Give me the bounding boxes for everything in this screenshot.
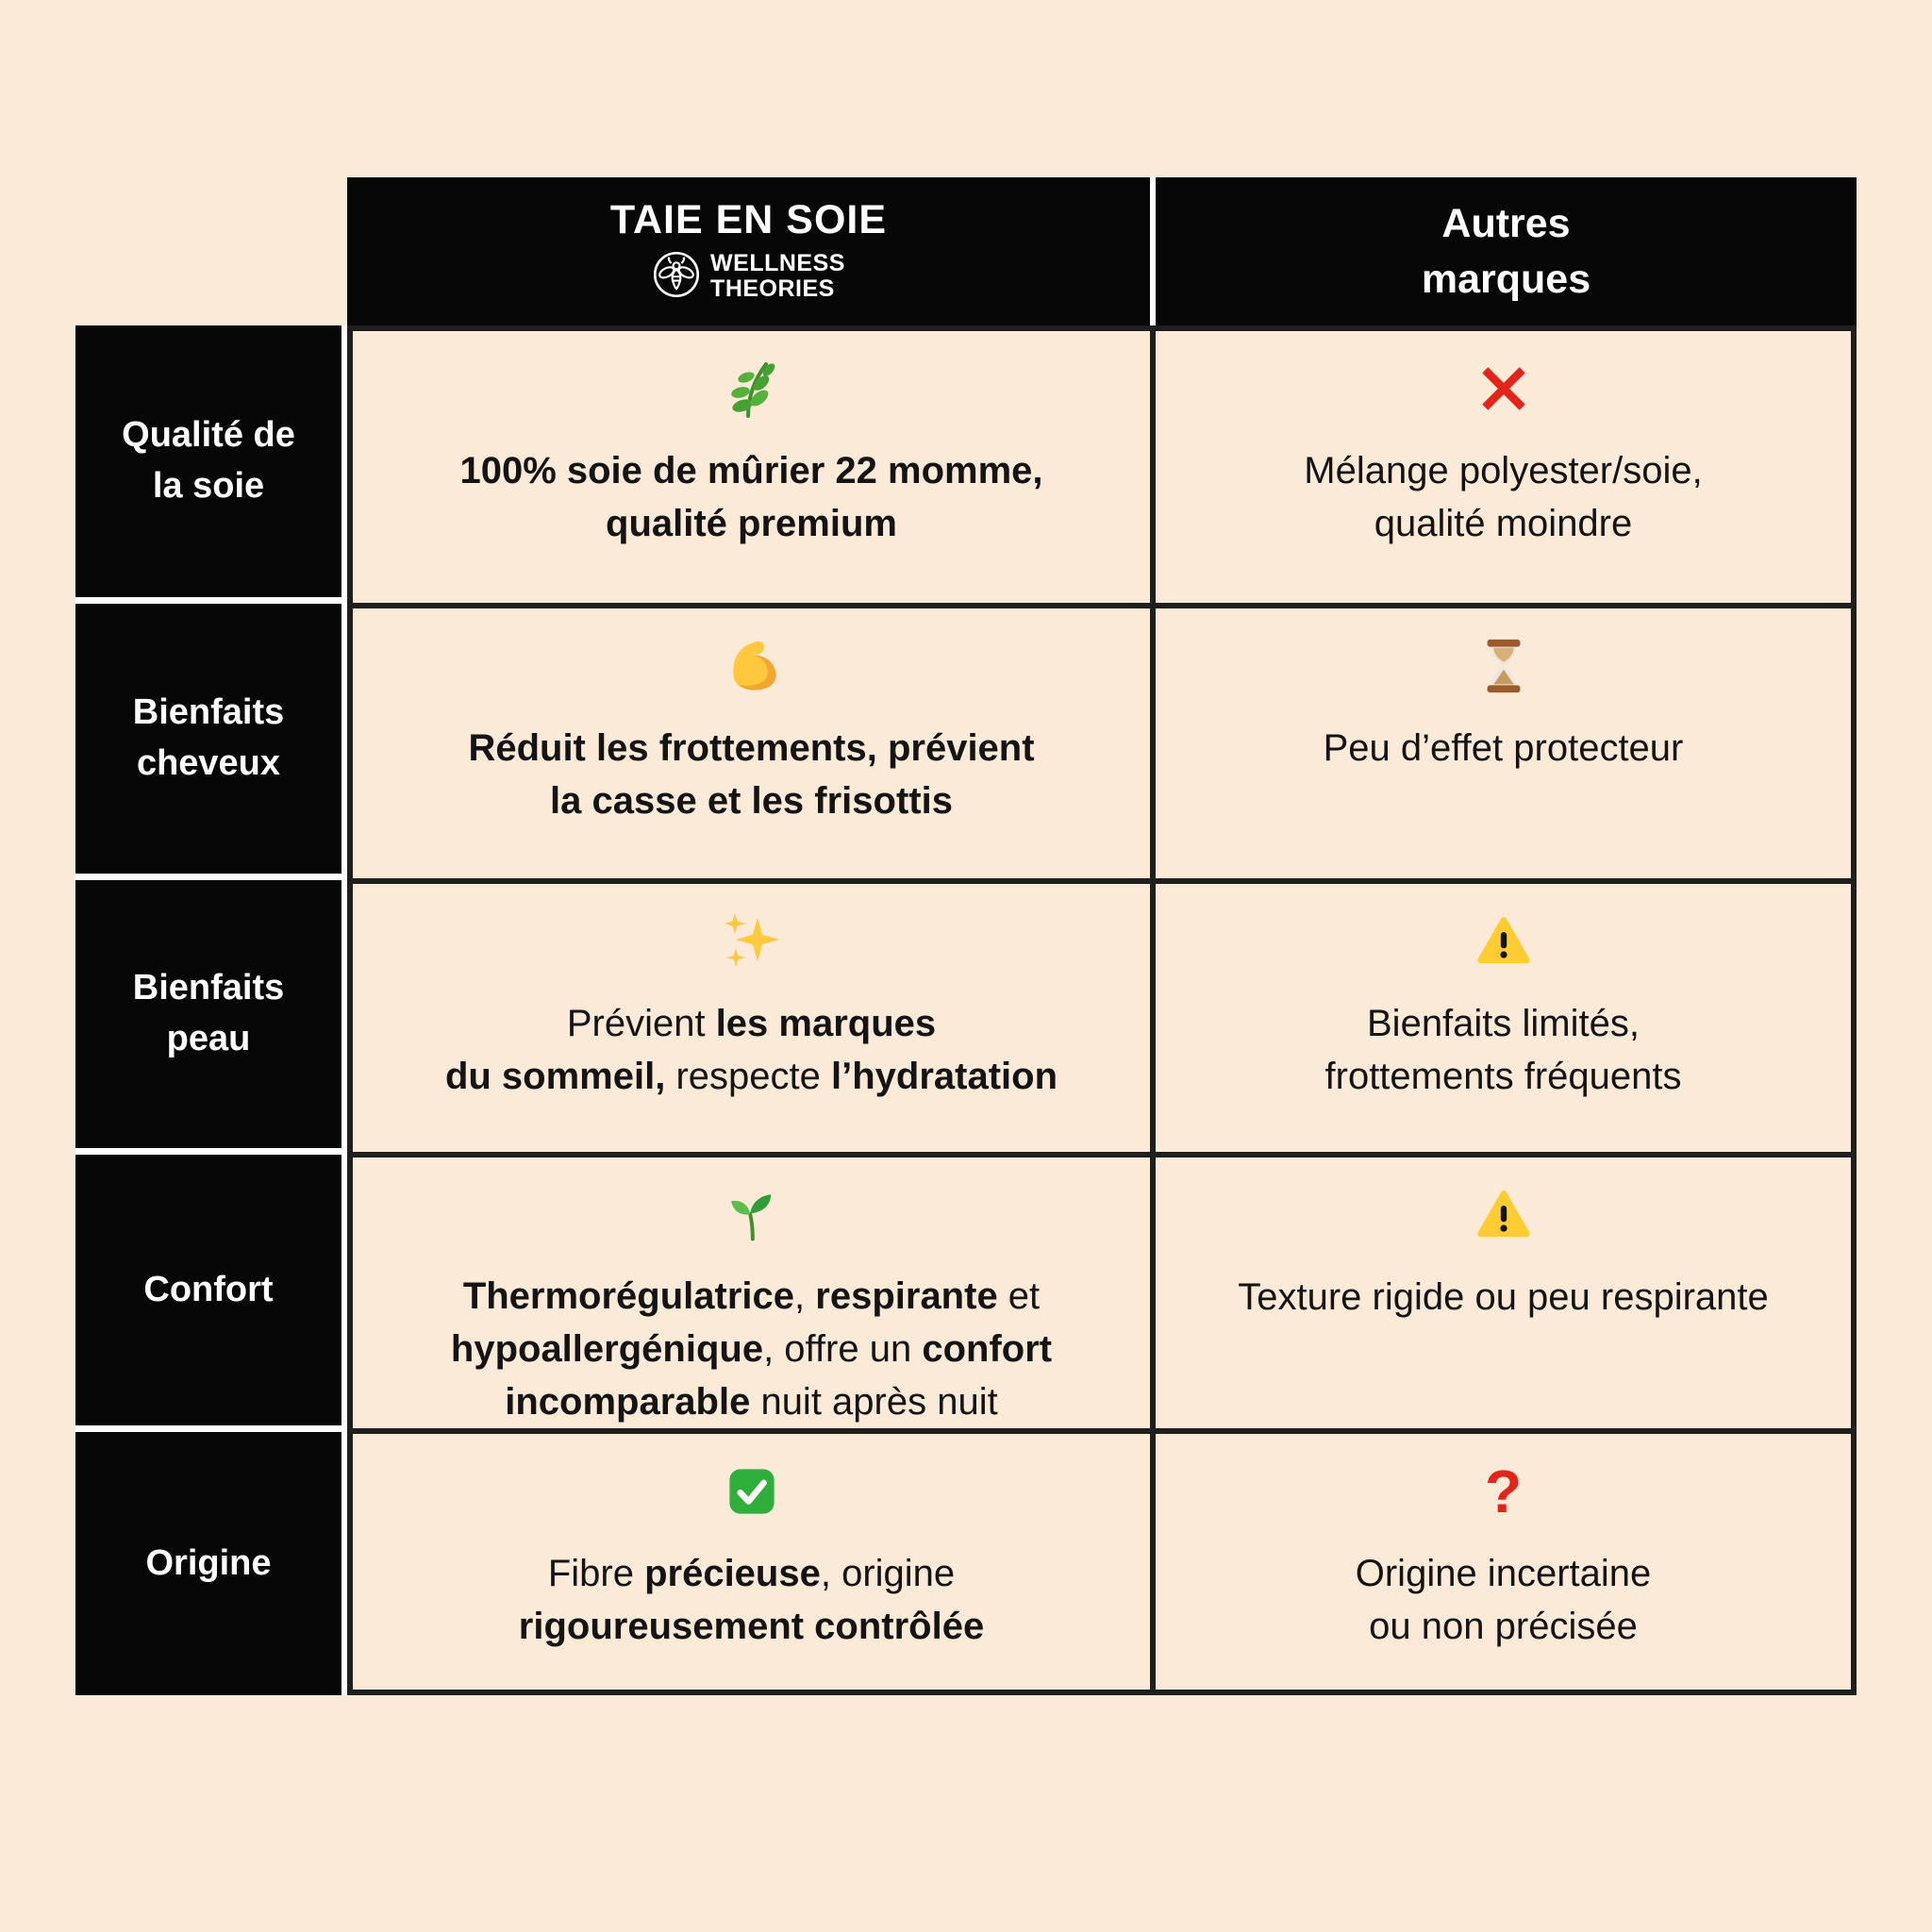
- cell-text: Bienfaits limités, frottements fréquents: [1324, 1003, 1682, 1097]
- hourglass-icon: [1474, 633, 1533, 699]
- cell-confort-brand: Thermorégulatrice, respirante et hypoall…: [353, 1158, 1156, 1434]
- sparkles-icon: [722, 908, 782, 974]
- cell-origine-other: ? Origine incertaine ou non précisée: [1156, 1434, 1857, 1695]
- brand-logo-text: WELLNESS THEORIES: [710, 250, 845, 302]
- cell-peau-other: Bienfaits limités, frottements fréquents: [1156, 884, 1857, 1158]
- row-label-bienfaits-cheveux: Bienfaits cheveux: [75, 604, 341, 874]
- cell-text: Thermorégulatrice, respirante et hypoall…: [450, 1275, 1053, 1423]
- question-mark-icon: ?: [1484, 1457, 1523, 1525]
- brand-title: TAIE EN SOIE: [609, 196, 888, 242]
- cell-text: Origine incertaine ou non précisée: [1355, 1553, 1652, 1647]
- cell-cheveux-brand: Réduit les frottements, prévient la cass…: [353, 608, 1156, 884]
- cell-text: Prévient les marques du sommeil, respect…: [444, 1003, 1058, 1097]
- cell-peau-brand: Prévient les marques du sommeil, respect…: [353, 884, 1156, 1158]
- bee-logo-icon: [652, 250, 701, 304]
- cross-mark-icon: [1477, 356, 1530, 422]
- cell-cheveux-other: Peu d’effet protecteur: [1156, 608, 1857, 884]
- warning-icon: [1476, 1182, 1531, 1248]
- cell-text: Mélange polyester/soie, qualité moindre: [1304, 450, 1703, 544]
- row-label-confort: Confort: [75, 1155, 341, 1425]
- other-title: Autres marques: [1421, 201, 1591, 302]
- cell-confort-other: Texture rigide ou peu respirante: [1156, 1158, 1857, 1434]
- cell-text: Réduit les frottements, prévient la cass…: [468, 727, 1035, 822]
- seedling-icon: [725, 1182, 778, 1247]
- cell-text: Peu d’effet protecteur: [1323, 727, 1684, 769]
- cell-qualite-other: Mélange polyester/soie, qualité moindre: [1156, 331, 1857, 608]
- cell-text: Texture rigide ou peu respirante: [1238, 1276, 1769, 1318]
- cell-text: Fibre précieuse, origine rigoureusement …: [518, 1553, 985, 1647]
- header-other-column: Autres marques: [1156, 177, 1857, 325]
- row-label-origine: Origine: [75, 1432, 341, 1695]
- row-label-bienfaits-peau: Bienfaits peau: [75, 880, 341, 1148]
- brand-logo: WELLNESS THEORIES: [652, 250, 845, 304]
- header-brand-column: TAIE EN SOIE WELLNESS THEORIES: [347, 177, 1156, 325]
- cell-qualite-brand: 100% soie de mûrier 22 momme, qualité pr…: [353, 331, 1156, 608]
- cell-text: 100% soie de mûrier 22 momme, qualité pr…: [459, 450, 1043, 544]
- warning-icon: [1476, 908, 1531, 974]
- row-label-column: Qualité de la soie Bienfaits cheveux Bie…: [75, 325, 347, 1695]
- cell-origine-brand: Fibre précieuse, origine rigoureusement …: [353, 1434, 1156, 1695]
- check-mark-icon: [725, 1458, 778, 1524]
- row-label-qualite-soie: Qualité de la soie: [75, 325, 341, 597]
- flexed-biceps-icon: [722, 633, 782, 699]
- herb-icon: [722, 356, 782, 422]
- comparison-table-body: 100% soie de mûrier 22 momme, qualité pr…: [347, 325, 1857, 1695]
